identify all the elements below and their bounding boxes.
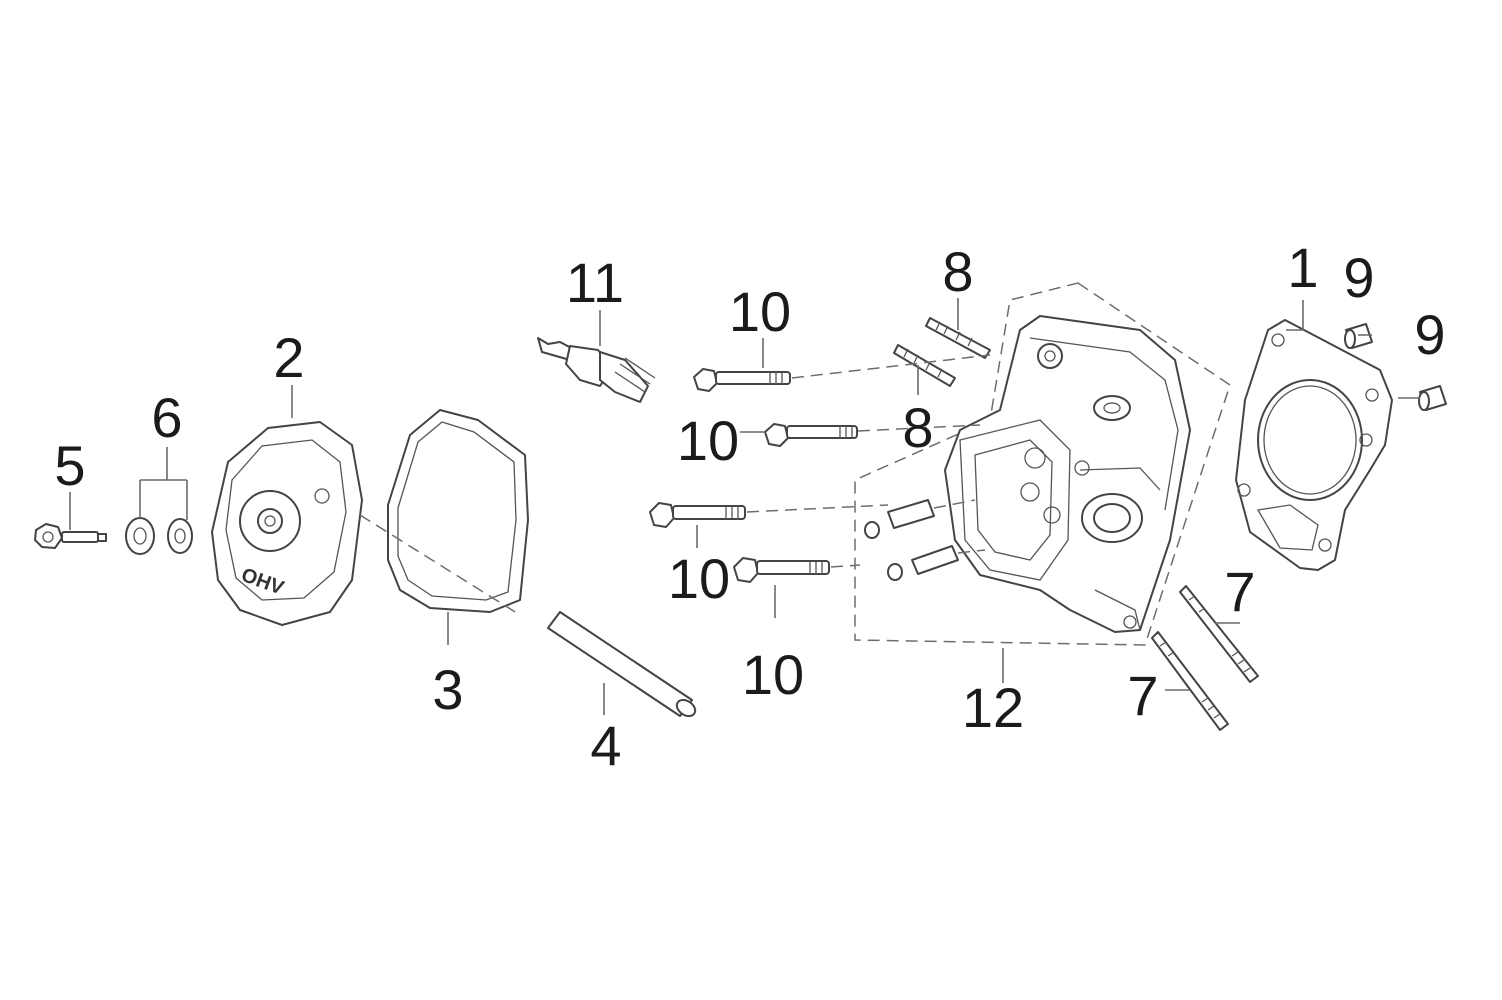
callout-part-8-lower: 8 <box>902 396 934 459</box>
callout-part-1: 1 <box>1287 236 1319 299</box>
callout-part-8-upper: 8 <box>942 240 974 303</box>
part-10-bolt-upper <box>693 368 791 392</box>
callout-part-10-d: 10 <box>741 643 805 706</box>
part-9-dowel-upper <box>1344 323 1373 349</box>
dowel-pins <box>864 499 959 581</box>
callout-part-10-a: 10 <box>728 280 792 343</box>
callout-part-9-lower: 9 <box>1414 303 1446 366</box>
callout-part-12: 12 <box>961 676 1025 739</box>
callout-part-3: 3 <box>432 658 464 721</box>
alignment-lines-dashed <box>359 354 991 616</box>
part-3-cover-gasket <box>387 409 529 613</box>
leader-lines <box>69 298 1420 715</box>
callout-part-9-upper: 9 <box>1343 246 1375 309</box>
part-8-stud-lower <box>893 344 956 387</box>
callout-part-4: 4 <box>590 714 622 777</box>
assembly-boundary-dashed <box>854 282 1231 646</box>
callout-part-6: 6 <box>151 386 183 449</box>
part-12-cylinder-head <box>944 315 1191 633</box>
part-9-dowel-lower <box>1418 385 1447 411</box>
part-1-head-gasket <box>1235 319 1393 571</box>
part-8-stud-upper <box>925 317 991 359</box>
part-7-stud-lower <box>1151 631 1229 731</box>
callout-part-5: 5 <box>54 434 86 497</box>
part-5-bolt <box>34 523 107 549</box>
part-10-bolt-lower-b <box>733 557 830 583</box>
callout-part-7-lower: 7 <box>1127 664 1159 727</box>
part-11-spark-plug <box>537 337 656 403</box>
callout-part-11: 11 <box>565 251 625 314</box>
part-10-bolt-lower-a <box>649 502 746 528</box>
part-7-stud-upper <box>1179 585 1259 683</box>
part-2-valve-cover: OHV <box>211 421 363 626</box>
part-6-nut-washer <box>125 517 193 555</box>
callout-part-10-c: 10 <box>667 547 731 610</box>
part-4-tube <box>547 611 697 718</box>
callout-part-2: 2 <box>273 326 305 389</box>
callout-part-7-upper: 7 <box>1224 560 1256 623</box>
callout-part-10-b: 10 <box>676 409 740 472</box>
part-10-bolt-mid <box>764 423 858 447</box>
